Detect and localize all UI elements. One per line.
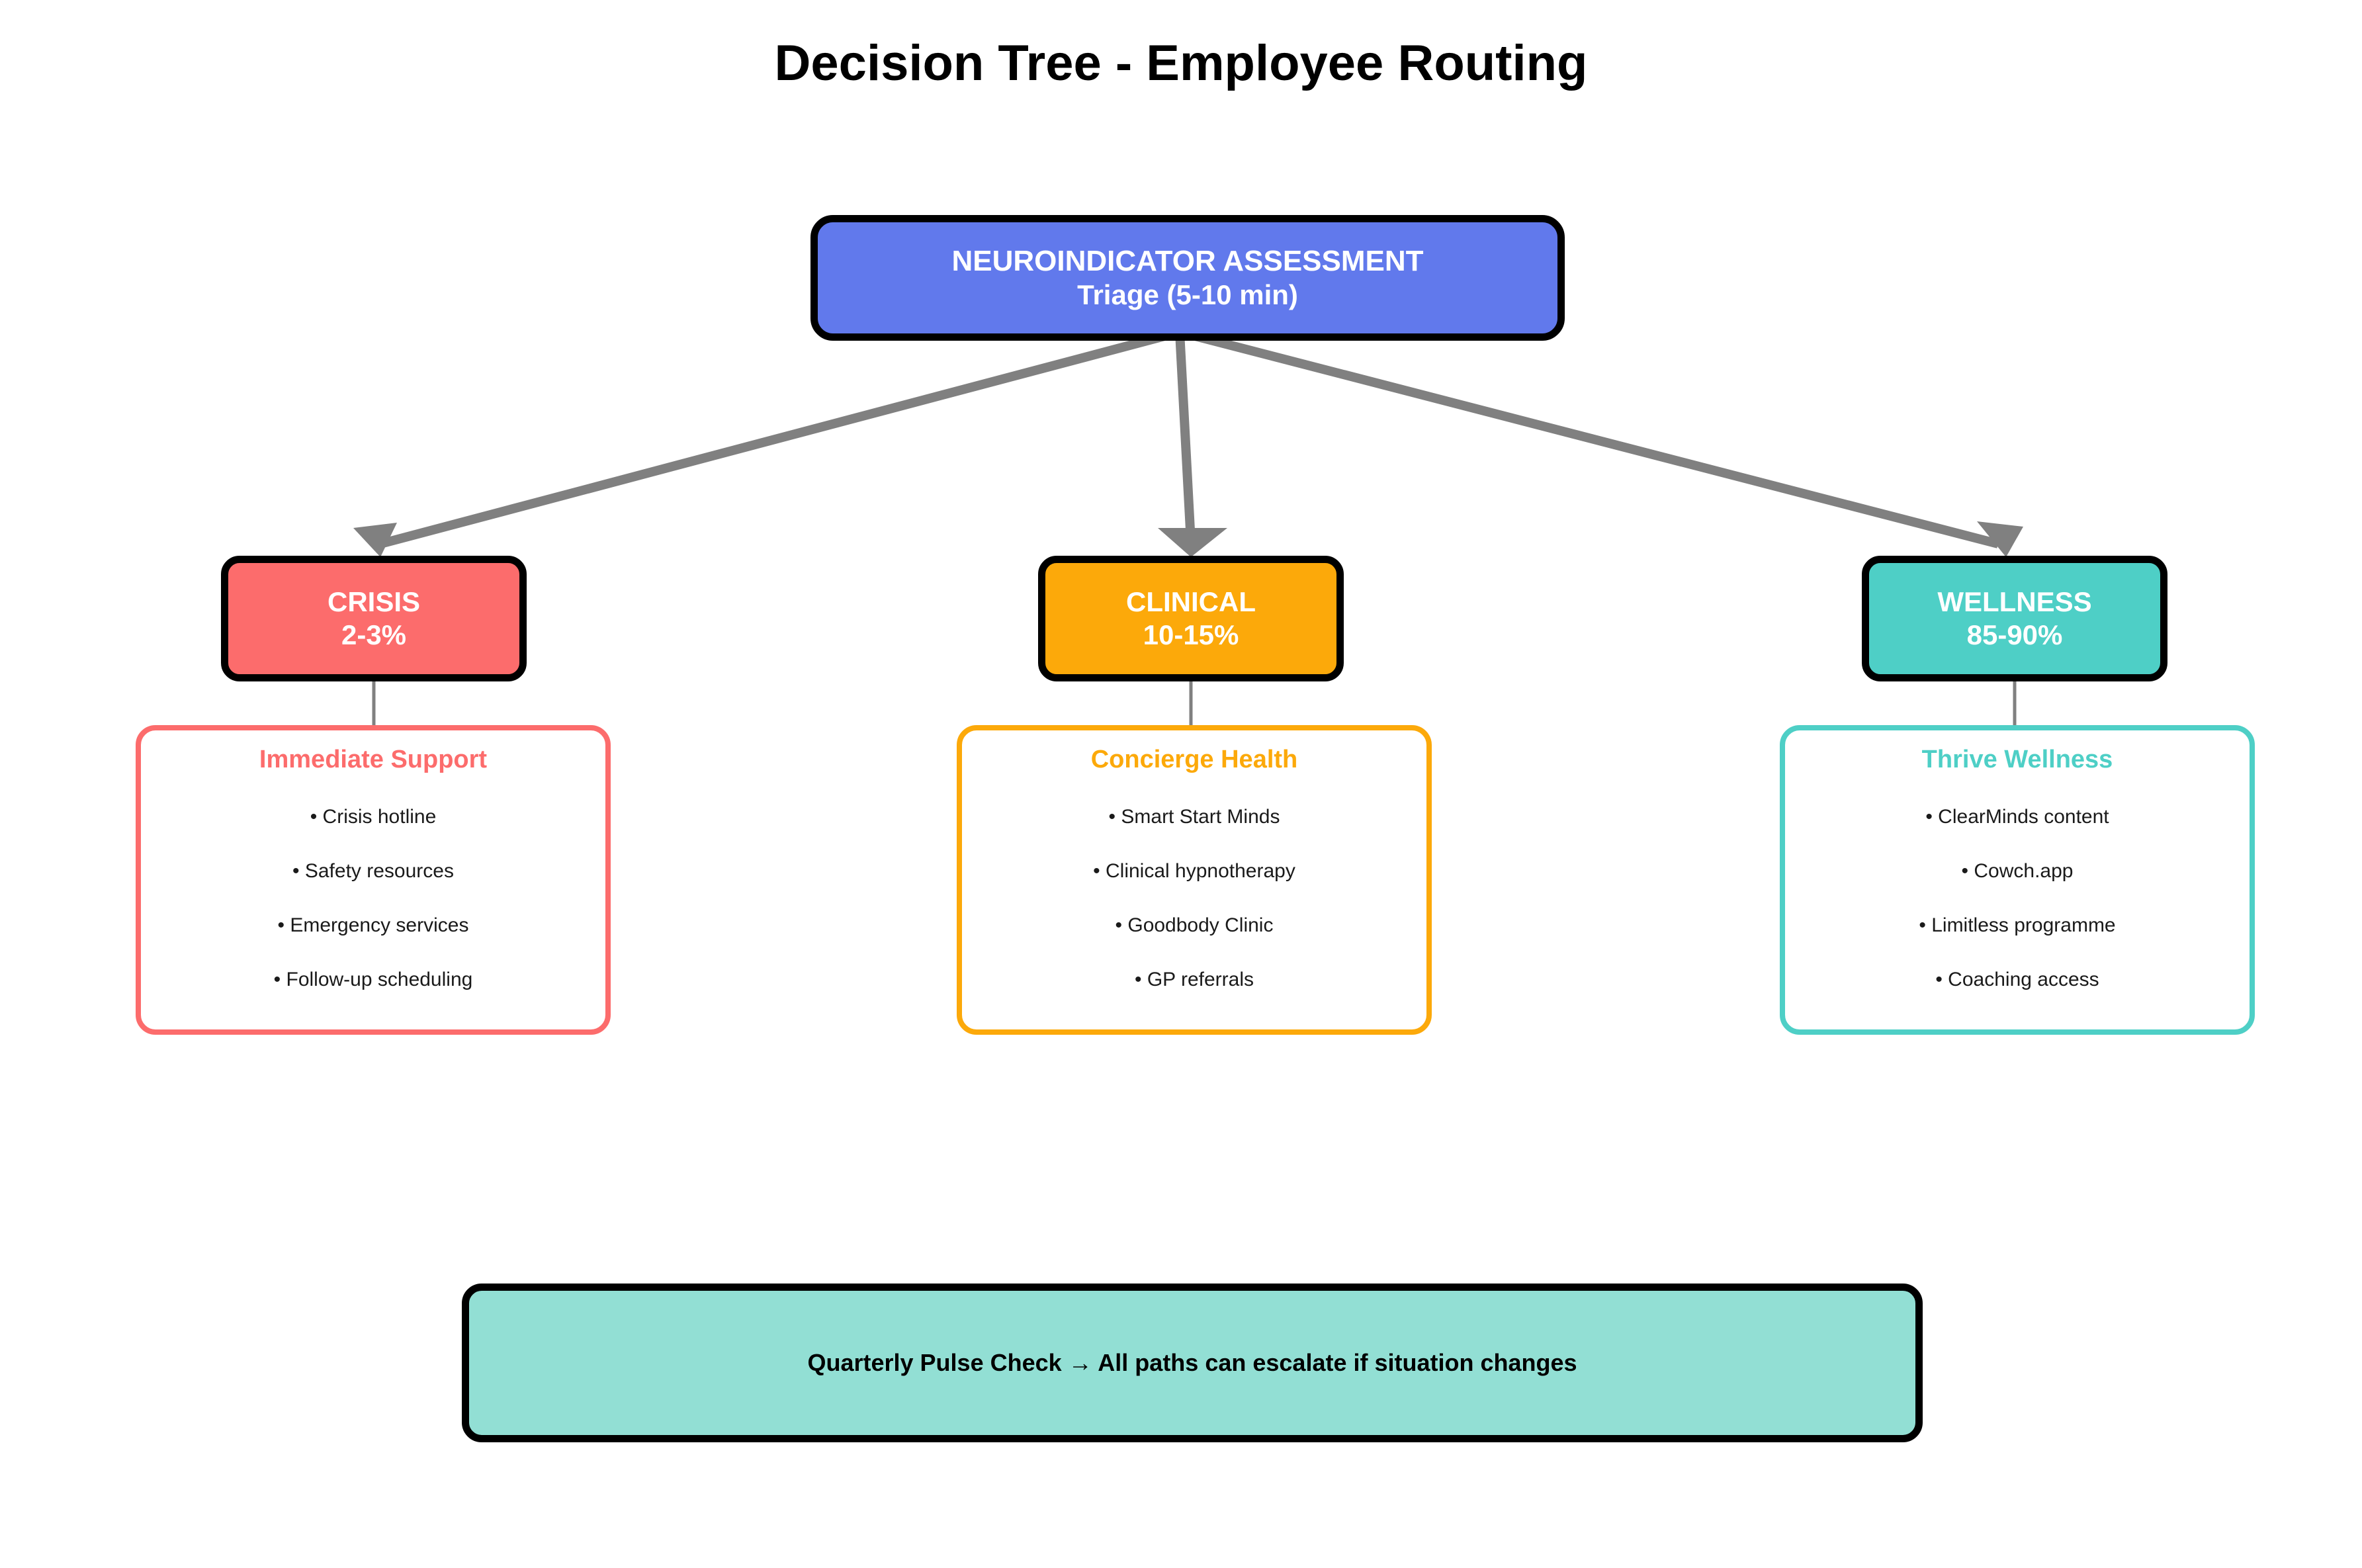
footer-banner[interactable]: Quarterly Pulse Check → All paths can es…	[462, 1284, 1923, 1442]
node-branch-wellness[interactable]: WELLNESS 85-90%	[1862, 556, 2167, 681]
list-item: • Cowch.app	[1961, 859, 2074, 882]
list-item: • ClearMinds content	[1925, 805, 2109, 828]
list-item: • Emergency services	[277, 914, 469, 936]
card-immediate-support-title: Immediate Support	[259, 746, 488, 773]
node-branch-crisis-label: CRISIS	[327, 586, 421, 617]
page-title: Decision Tree - Employee Routing	[774, 35, 1588, 91]
card-thrive-wellness-items: • ClearMinds content • Cowch.app • Limit…	[1785, 805, 2250, 990]
node-root-sublabel: Triage (5-10 min)	[1077, 279, 1298, 311]
node-branch-clinical[interactable]: CLINICAL 10-15%	[1038, 556, 1344, 681]
list-item: • GP referrals	[1135, 968, 1254, 990]
list-item: • Safety resources	[292, 859, 454, 882]
card-concierge-health[interactable]: Concierge Health • Smart Start Minds • C…	[957, 725, 1432, 1035]
list-item: • Goodbody Clinic	[1115, 914, 1274, 936]
card-thrive-wellness-title: Thrive Wellness	[1921, 746, 2113, 773]
list-item: • Clinical hypnotherapy	[1093, 859, 1295, 882]
list-item: • Crisis hotline	[310, 805, 437, 828]
card-immediate-support[interactable]: Immediate Support • Crisis hotline • Saf…	[136, 725, 611, 1035]
node-root-label: NEUROINDICATOR ASSESSMENT	[951, 245, 1424, 278]
node-root-assessment[interactable]: NEUROINDICATOR ASSESSMENT Triage (5-10 m…	[810, 215, 1565, 341]
node-branch-wellness-label: WELLNESS	[1937, 586, 2092, 617]
list-item: • Coaching access	[1935, 968, 2099, 990]
card-thrive-wellness[interactable]: Thrive Wellness • ClearMinds content • C…	[1780, 725, 2255, 1035]
node-branch-wellness-percentage: 85-90%	[1966, 619, 2063, 650]
edge-root-to-clinical	[1158, 331, 1227, 557]
list-item: • Limitless programme	[1919, 914, 2116, 936]
footer-banner-text: Quarterly Pulse Check → All paths can es…	[807, 1349, 1577, 1376]
node-branch-clinical-percentage: 10-15%	[1143, 619, 1239, 650]
edge-root-to-wellness	[1178, 327, 2023, 557]
node-branch-crisis-percentage: 2-3%	[341, 619, 407, 650]
node-branch-crisis[interactable]: CRISIS 2-3%	[221, 556, 527, 681]
node-branch-clinical-label: CLINICAL	[1126, 586, 1256, 617]
card-immediate-support-items: • Crisis hotline • Safety resources • Em…	[141, 805, 605, 990]
list-item: • Follow-up scheduling	[273, 968, 473, 990]
edge-root-to-crisis	[353, 327, 1181, 557]
card-concierge-health-items: • Smart Start Minds • Clinical hypnother…	[962, 805, 1426, 990]
list-item: • Smart Start Minds	[1108, 805, 1280, 828]
card-concierge-health-title: Concierge Health	[1090, 746, 1298, 773]
